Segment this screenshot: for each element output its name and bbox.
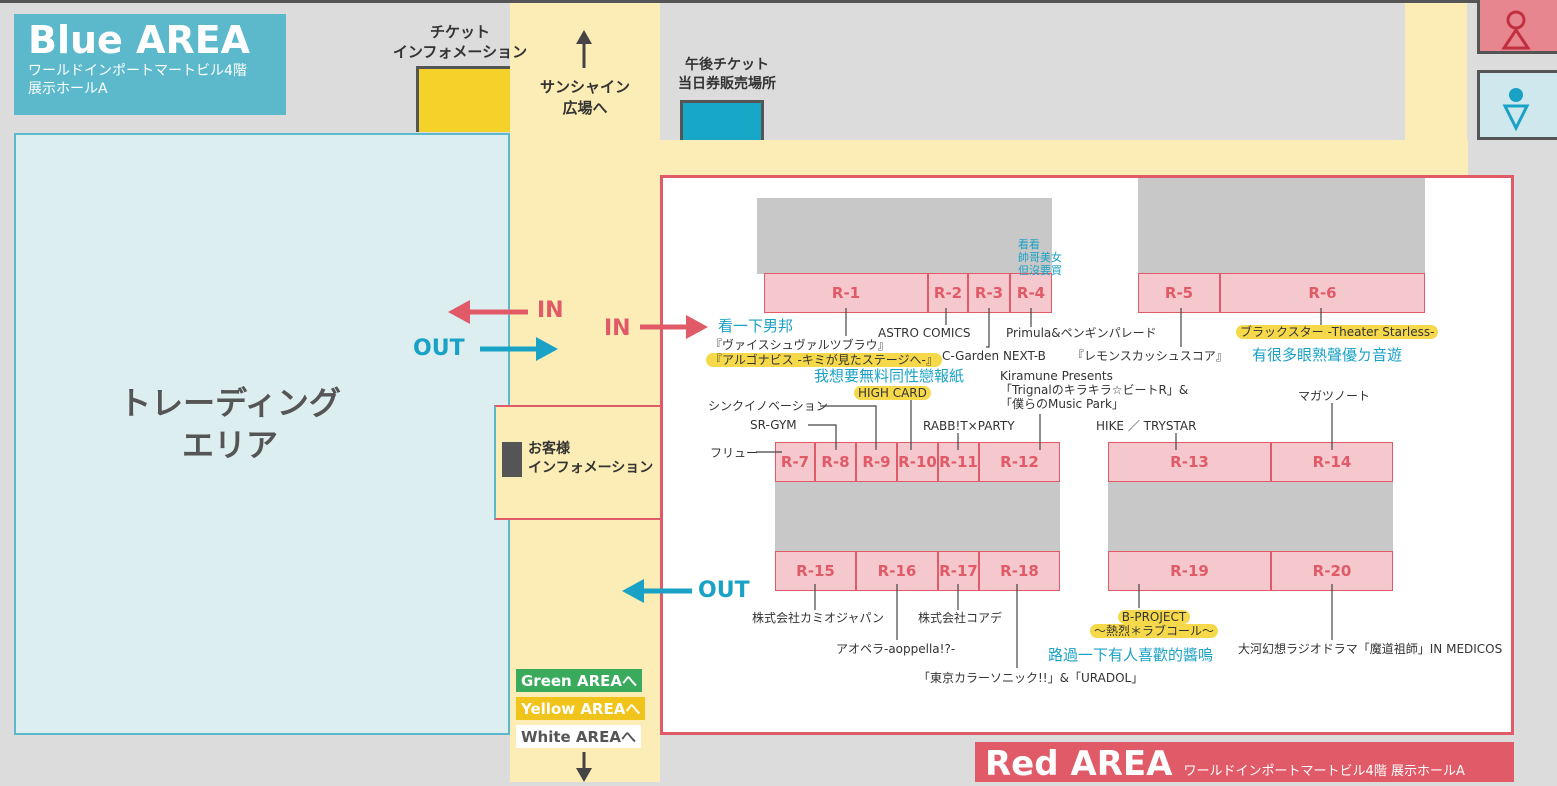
red-area-title: Red AREA [985, 744, 1173, 784]
pm-ticket-label: 午後チケット 当日券販売場所 [678, 57, 776, 92]
red-area-header: Red AREA ワールドインポートマートビル4階 展示ホールA [975, 742, 1514, 784]
booth-r10[interactable]: R-10 [897, 442, 938, 482]
r1b-label: 『アルゴナビス -キミが見たステージへ-』 [706, 353, 942, 367]
r14-label: マガツノート [1298, 389, 1371, 403]
booth-r13[interactable]: R-13 [1108, 442, 1271, 482]
guest-info-box[interactable] [494, 405, 684, 520]
nav-yellow-area[interactable]: Yellow AREAへ [516, 697, 646, 720]
leader-lines [756, 308, 1333, 668]
ticket-info-booth[interactable] [416, 66, 510, 132]
nav-white-area[interactable]: White AREAへ [516, 725, 641, 748]
booth-r5[interactable]: R-5 [1138, 273, 1220, 313]
r19-cn-label: 路過一下有人喜歡的醬嗚 [1048, 646, 1214, 664]
blue-area-sub1: ワールドインポートマートビル4階 [28, 63, 247, 79]
pm-ticket-booth[interactable] [680, 100, 764, 140]
r10-cn-label: 我想要無料同性戀報紙 [814, 367, 965, 385]
r6-label: ブラックスター -Theater Starless- [1236, 325, 1439, 339]
r6-cn-label: 有很多眼熟聲優ㄉ音遊 [1252, 346, 1403, 364]
stage-mid-left [775, 482, 1060, 552]
blue-area-title: Blue AREA [28, 18, 251, 62]
nav-green-area[interactable]: Green AREAへ [516, 669, 642, 692]
booth-r4[interactable]: R-4 [1010, 273, 1052, 313]
booth-r14[interactable]: R-14 [1271, 442, 1393, 482]
stage-top-right [1138, 178, 1425, 274]
trading-area [14, 133, 510, 735]
out-label-bottom: OUT [698, 578, 750, 603]
r19-label: B-PROJECT ～熱烈＊ラブコール～ [1090, 610, 1219, 638]
stage-mid-right [1108, 482, 1393, 552]
r16-label: アオペラ-aoppella!?- [836, 642, 956, 656]
in-label-right: IN [604, 316, 631, 341]
r1-cn-label: 看一下男邦 [718, 317, 794, 335]
r4-cn-label: 看看 帥哥美女 但沒要買 [1018, 238, 1062, 277]
trading-area-label: トレーディング エリア [119, 384, 341, 464]
in-label-left: IN [537, 298, 564, 323]
sunshine-label: サンシャイン 広場へ [539, 78, 630, 117]
r2-label: ASTRO COMICS [878, 326, 971, 340]
r12-label: Kiramune Presents 「Trignalのキラキラ☆ビートR」& 「… [1000, 369, 1189, 411]
guest-info-label: お客様 インフォメーション [528, 441, 654, 476]
booth-r16[interactable]: R-16 [856, 551, 938, 591]
r8-label: SR-GYM [750, 418, 797, 432]
r9-label: シンクイノベーション [708, 399, 828, 413]
top-edge [0, 0, 1557, 3]
booth-r12[interactable]: R-12 [979, 442, 1060, 482]
r15-label: 株式会社カミオジャパン [752, 611, 885, 625]
r1a-label: 『ヴァイスシュヴァルツブラウ』 [710, 338, 890, 352]
r11-label: RABB!T×PARTY [923, 419, 1015, 433]
corridor-top [660, 140, 1468, 175]
blue-area-header: Blue AREA ワールドインポートマートビル4階 展示ホールA [14, 14, 286, 115]
ticket-info-label: チケット インフォメーション [392, 23, 528, 61]
guest-info-icon [502, 442, 522, 477]
corridor-right [1405, 0, 1467, 175]
r3-label: C-Garden NEXT-B [942, 349, 1046, 363]
r18-label: 「東京カラーソニック!!」&「URADOL」 [918, 671, 1144, 685]
r13-label: HIKE ／ TRYSTAR [1096, 419, 1197, 433]
stage-top-left [757, 198, 1052, 274]
arrows [448, 30, 708, 782]
red-area-sub: ワールドインポートマートビル4階 展示ホールA [1183, 764, 1465, 779]
booth-r3[interactable]: R-3 [968, 273, 1010, 313]
r17-label: 株式会社コアデ [918, 611, 1003, 625]
booth-r19[interactable]: R-19 [1108, 551, 1271, 591]
blue-area-sub2: 展示ホールA [28, 81, 108, 97]
booth-r6[interactable]: R-6 [1220, 273, 1425, 313]
corridor-vertical [510, 0, 660, 782]
r20-label: 大河幻想ラジオドラマ「魔道祖師」IN MEDICOS [1238, 642, 1503, 656]
r7-label: フリュー [710, 446, 759, 460]
out-label-left: OUT [413, 336, 465, 361]
booth-r18[interactable]: R-18 [979, 551, 1060, 591]
r5-label: 『レモンスカッシュスコア』 [1072, 349, 1228, 363]
r4-label: Primula&ペンギンパレード [1006, 326, 1157, 340]
restroom-symbols [1501, 10, 1531, 132]
r10-label: HIGH CARD [854, 386, 931, 400]
booth-r7[interactable]: R-7 [775, 442, 815, 482]
booth-r2[interactable]: R-2 [928, 273, 968, 313]
